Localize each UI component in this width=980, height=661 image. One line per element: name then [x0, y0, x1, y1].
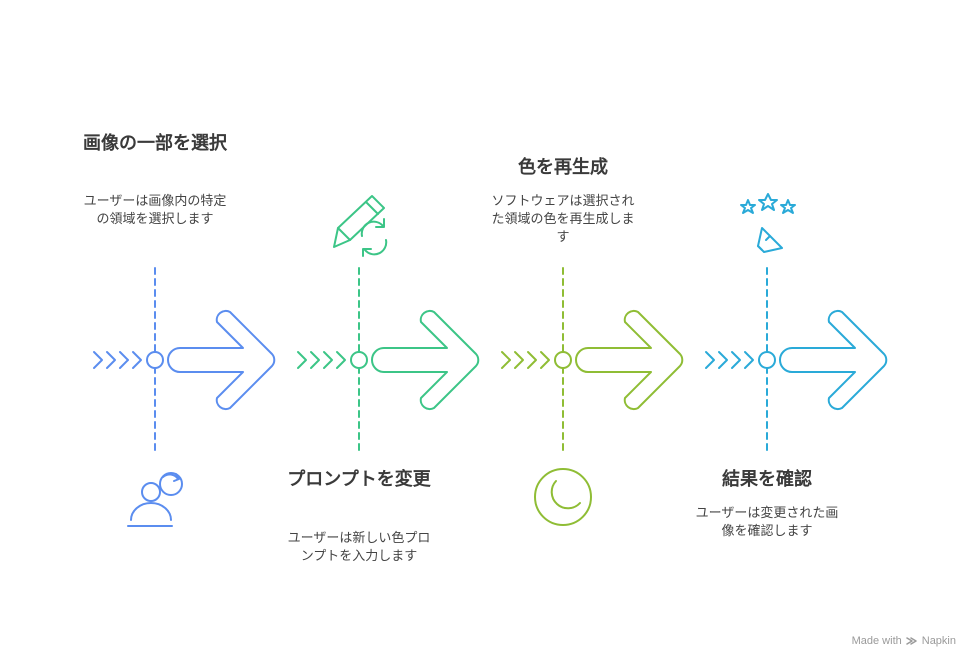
- step-2-group: [297, 195, 480, 453]
- step-4-chevrons: [705, 351, 754, 369]
- step-1-arrow: [167, 309, 276, 411]
- step-3-description: ソフトウェアは選択された領域の色を再生成します: [491, 194, 635, 245]
- step-3-title: 色を再生成: [518, 157, 608, 178]
- watermark-brand-text: Napkin: [921, 635, 956, 647]
- stars-megaphone-icon: [740, 193, 796, 253]
- step-2-arrow: [371, 309, 480, 411]
- step-4-title: 結果を確認: [722, 469, 812, 490]
- pencil-refresh-icon: [333, 195, 388, 257]
- step-1-node: [146, 351, 164, 369]
- step-4-description: ユーザーは変更された画像を確認します: [695, 506, 839, 539]
- step-1-group: [93, 267, 276, 527]
- step-2-node: [350, 351, 368, 369]
- watermark-made-text: Made with: [851, 635, 902, 647]
- step-1-chevrons: [93, 351, 142, 369]
- step-3-chevrons: [501, 351, 550, 369]
- step-4-arrow: [779, 309, 888, 411]
- step-1-title: 画像の一部を選択: [83, 133, 227, 154]
- step-3-group: [501, 267, 684, 526]
- step-2-title: プロンプトを変更: [287, 469, 431, 490]
- step-2-description: ユーザーは新しい色プロンプトを入力します: [287, 531, 431, 564]
- moon-circle-icon: [534, 468, 592, 526]
- step-3-node: [554, 351, 572, 369]
- step-4-group: [705, 193, 888, 453]
- step-4-node: [758, 351, 776, 369]
- napkin-logo-icon: [906, 637, 917, 645]
- step-2-chevrons: [297, 351, 346, 369]
- step-3-arrow: [575, 309, 684, 411]
- step-1-description: ユーザーは画像内の特定の領域を選択します: [83, 194, 227, 227]
- napkin-watermark[interactable]: Made with Napkin: [852, 635, 956, 647]
- person-refresh-icon: [127, 472, 183, 527]
